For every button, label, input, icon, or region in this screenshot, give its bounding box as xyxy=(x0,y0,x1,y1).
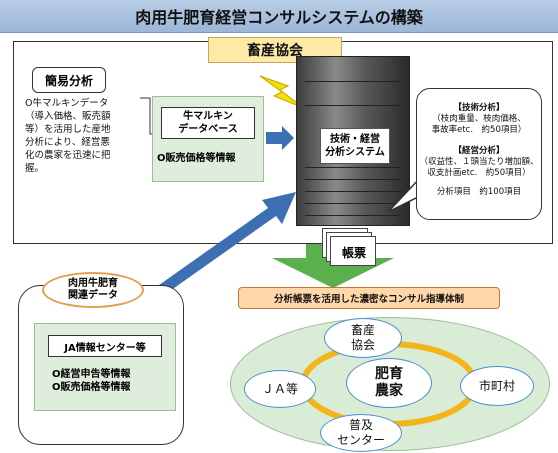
db-name-line: 牛マルキン xyxy=(183,111,233,122)
node-text: 普及 xyxy=(348,418,373,432)
node-text: 協会 xyxy=(350,338,375,352)
report-label: 帳票 xyxy=(341,246,366,260)
system-line: 分析システム xyxy=(325,147,385,158)
down-arrow-icon xyxy=(272,244,394,288)
node-text: ＪＡ等 xyxy=(261,381,298,396)
mgmt-analysis-line: （収益性、１頭当たり増加額、 xyxy=(419,157,539,167)
mgmt-analysis-line: 収支計画etc. 約50項目） xyxy=(427,168,531,178)
node-livestock-association: 畜産 協会 xyxy=(324,318,402,358)
db-name-line: データベース xyxy=(178,124,238,135)
node-text: 農家 xyxy=(375,383,403,399)
desc-line: 等）を活用した産地 xyxy=(25,124,111,135)
guidance-banner: 分析帳票を活用した濃密なコンサル指導体制 xyxy=(238,287,500,309)
desc-line: （導入価格、販売額 xyxy=(25,111,111,122)
analysis-items-bubble: 【技術分析】 （枝肉重量、枝肉価格、 事故率etc. 約50項目） 【経営分析】… xyxy=(416,88,542,220)
node-text: 畜産 xyxy=(350,323,375,337)
page-title: 肉用牛肥育経営コンサルシステムの構築 xyxy=(0,0,558,33)
mgmt-analysis-heading: 【経営分析】 xyxy=(453,146,505,156)
sales-price-info: O販売価格等情報 xyxy=(157,153,236,164)
desc-line: 化の農家を迅速に把 xyxy=(25,150,111,161)
desc-line: 握。 xyxy=(25,163,45,174)
analysis-system-label: 技術・経営 分析システム xyxy=(320,128,390,164)
tech-analysis-heading: 【技術分析】 xyxy=(453,103,505,113)
tech-analysis-line: （枝肉重量、枝肉価格、 xyxy=(432,114,526,124)
desc-line: O牛マルキンデータ xyxy=(25,98,109,109)
node-ja: ＪＡ等 xyxy=(244,370,316,408)
data-ellipse-line: 肉用牛肥育 xyxy=(68,278,118,289)
arrow-right-icon xyxy=(266,126,294,150)
ja-info-item: O経営申告等情報 xyxy=(52,369,131,380)
ja-info-list: O経営申告等情報 O販売価格等情報 xyxy=(52,368,131,394)
desc-line: 分析により、経営悪 xyxy=(25,137,110,148)
node-text: 市町村 xyxy=(478,378,515,393)
simple-analysis-description: O牛マルキンデータ （導入価格、販売額 等）を活用した産地 分析により、経営悪 … xyxy=(25,97,143,175)
server-icon xyxy=(296,56,410,226)
node-text: 肥育 xyxy=(375,366,403,382)
system-line: 技術・経営 xyxy=(330,134,380,145)
livestock-association-label: 畜産協会 xyxy=(208,37,342,63)
node-municipality: 市町村 xyxy=(460,366,534,406)
simple-analysis-label: 簡易分析 xyxy=(32,67,106,93)
analysis-total: 分析項目 約100項目 xyxy=(436,187,522,197)
node-fattening-farmer: 肥育 農家 xyxy=(346,358,432,408)
related-data-ellipse: 肉用牛肥育 関連データ xyxy=(42,272,144,308)
ja-info-item: O販売価格等情報 xyxy=(52,382,131,393)
ja-center-label: JA情報センター等 xyxy=(48,335,162,357)
arrow-diagonal-icon xyxy=(152,192,296,298)
node-extension-center: 普及 センター xyxy=(320,414,402,452)
tech-analysis-line: 事故率etc. 約50項目） xyxy=(431,125,527,135)
data-ellipse-line: 関連データ xyxy=(68,290,118,301)
marukin-database-box: 牛マルキン データベース xyxy=(161,107,255,139)
node-text: センター xyxy=(336,433,385,447)
report-sheet xyxy=(330,236,376,266)
